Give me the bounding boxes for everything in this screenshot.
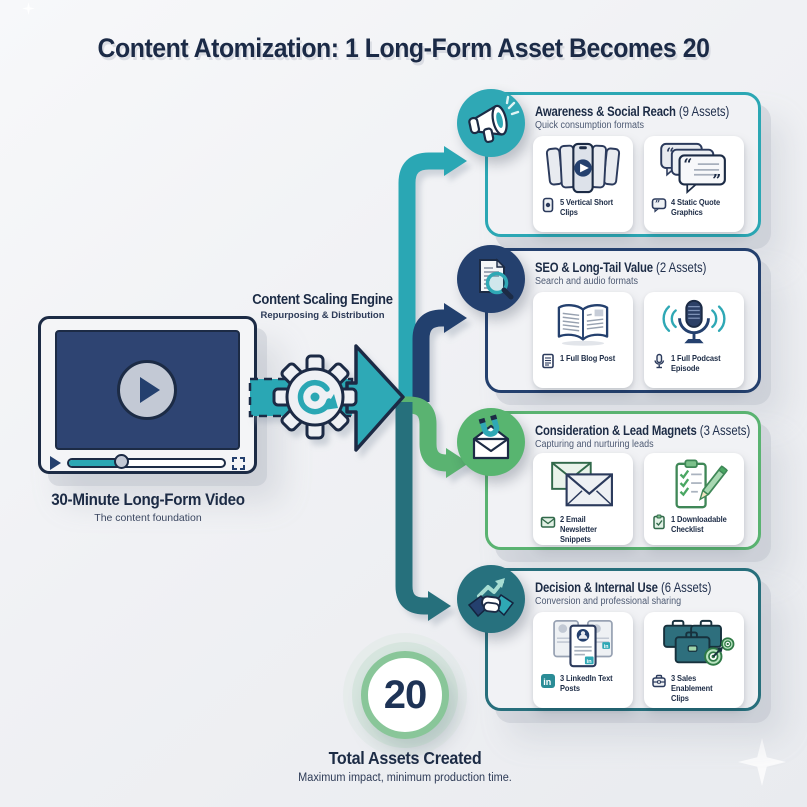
fullscreen-icon: [232, 456, 245, 470]
total-value: 20: [383, 672, 427, 717]
svg-text:“: “: [666, 145, 674, 162]
category-title: SEO & Long-Tail Value (2 Assets): [535, 260, 707, 275]
asset-label: 2 Email Newsletter Snippets: [560, 514, 597, 545]
category-box-consideration: Consideration & Lead Magnets (3 Assets) …: [457, 408, 761, 550]
gear-sync-icon: [272, 354, 358, 440]
main-flow-arrow: [345, 344, 405, 452]
progress-bar: [67, 454, 226, 469]
video-sublabel: The content foundation: [94, 512, 202, 524]
category-box-decision: Decision & Internal Use (6 Assets) Conve…: [457, 565, 761, 711]
asset-card: “ “ ” ”: [644, 136, 744, 232]
progress-handle: [113, 454, 129, 469]
page-title: Content Atomization: 1 Long-Form Asset B…: [97, 33, 710, 63]
envelopes-illustration: [533, 456, 633, 513]
asset-label: 3 LinkedIn Text Posts: [560, 673, 613, 694]
linkedin-cards-illustration: in in: [533, 615, 633, 672]
checklist-illustration: [644, 456, 744, 513]
svg-text:”: ”: [712, 171, 721, 189]
phone-icon: [542, 197, 554, 213]
flow-arrow-consideration: [398, 396, 469, 478]
envelope-magnet-icon: [457, 408, 525, 476]
total-sublabel: Maximum impact, minimum production time.: [298, 772, 512, 784]
asset-card: 1 Downloadable Checklist: [644, 453, 744, 545]
play-icon: [140, 377, 160, 403]
asset-label: 1 Downloadable Checklist: [671, 514, 727, 535]
flow-arrow-seo: [412, 303, 467, 402]
flow-arrow-awareness: [398, 146, 467, 400]
video-controls: [50, 454, 245, 471]
asset-card: 1 Full Blog Post: [533, 292, 633, 388]
svg-text:in: in: [604, 643, 609, 649]
asset-card: in in in 3 LinkedIn Text: [533, 612, 633, 708]
handshake-icon: [457, 565, 525, 633]
category-subtitle: Search and audio formats: [535, 276, 639, 287]
engine-label: Content Scaling Engine: [252, 292, 393, 308]
total-label: Total Assets Created: [328, 748, 482, 768]
video-label: 30-Minute Long-Form Video: [51, 491, 245, 509]
asset-card: 5 Vertical Short Clips: [533, 136, 633, 232]
category-title: Awareness & Social Reach (9 Assets): [535, 104, 730, 119]
video-screen: [55, 330, 240, 450]
category-box-awareness: Awareness & Social Reach (9 Assets) Quic…: [457, 89, 761, 237]
clipboard-icon: [653, 514, 665, 530]
svg-text:in: in: [543, 677, 551, 687]
microphone-icon: [654, 353, 665, 369]
quote-cards-illustration: “ “ ”: [644, 139, 744, 196]
open-book-illustration: [533, 295, 633, 352]
asset-label: 1 Full Blog Post: [560, 353, 616, 363]
total-assets-badge: 20: [361, 651, 449, 739]
envelope-icon: [540, 516, 556, 528]
progress-fill: [69, 460, 122, 466]
category-box-seo: SEO & Long-Tail Value (2 Assets) Search …: [457, 245, 761, 393]
briefcases-illustration: [644, 615, 744, 672]
asset-label: 1 Full Podcast Episode: [671, 353, 721, 374]
linkedin-icon: in: [541, 674, 555, 688]
vertical-phone-stack-illustration: [533, 139, 633, 196]
play-button: [117, 360, 177, 420]
asset-label: 5 Vertical Short Clips: [560, 197, 614, 218]
category-subtitle: Capturing and nurturing leads: [535, 439, 654, 450]
category-title: Consideration & Lead Magnets (3 Assets): [535, 423, 751, 438]
engine-caption: Content Scaling Engine Repurposing & Dis…: [230, 292, 415, 321]
flow-arrow-decision: [395, 402, 451, 621]
play-icon: [50, 456, 61, 470]
category-title: Decision & Internal Use (6 Assets): [535, 580, 712, 595]
asset-label: 4 Static Quote Graphics: [671, 197, 721, 218]
microphone-illustration: [644, 295, 744, 352]
asset-card: 2 Email Newsletter Snippets: [533, 453, 633, 545]
category-subtitle: Conversion and professional sharing: [535, 596, 682, 607]
total-caption: Total Assets Created Maximum impact, min…: [255, 748, 555, 784]
quote-bubble-icon: ”: [651, 198, 667, 213]
engine-sublabel: Repurposing & Distribution: [260, 310, 385, 321]
asset-card: 3 Sales Enablement Clips: [644, 612, 744, 708]
briefcase-icon: [652, 674, 666, 688]
document-search-icon: [457, 245, 525, 313]
megaphone-icon: [457, 89, 525, 157]
document-icon: [542, 353, 554, 369]
asset-label: 3 Sales Enablement Clips: [671, 673, 713, 704]
video-player: [38, 316, 257, 474]
video-caption: 30-Minute Long-Form Video The content fo…: [6, 491, 290, 524]
category-subtitle: Quick consumption formats: [535, 120, 645, 131]
svg-text:“: “: [683, 155, 692, 173]
svg-text:”: ”: [655, 200, 660, 210]
asset-card: 1 Full Podcast Episode: [644, 292, 744, 388]
svg-text:in: in: [587, 659, 593, 665]
